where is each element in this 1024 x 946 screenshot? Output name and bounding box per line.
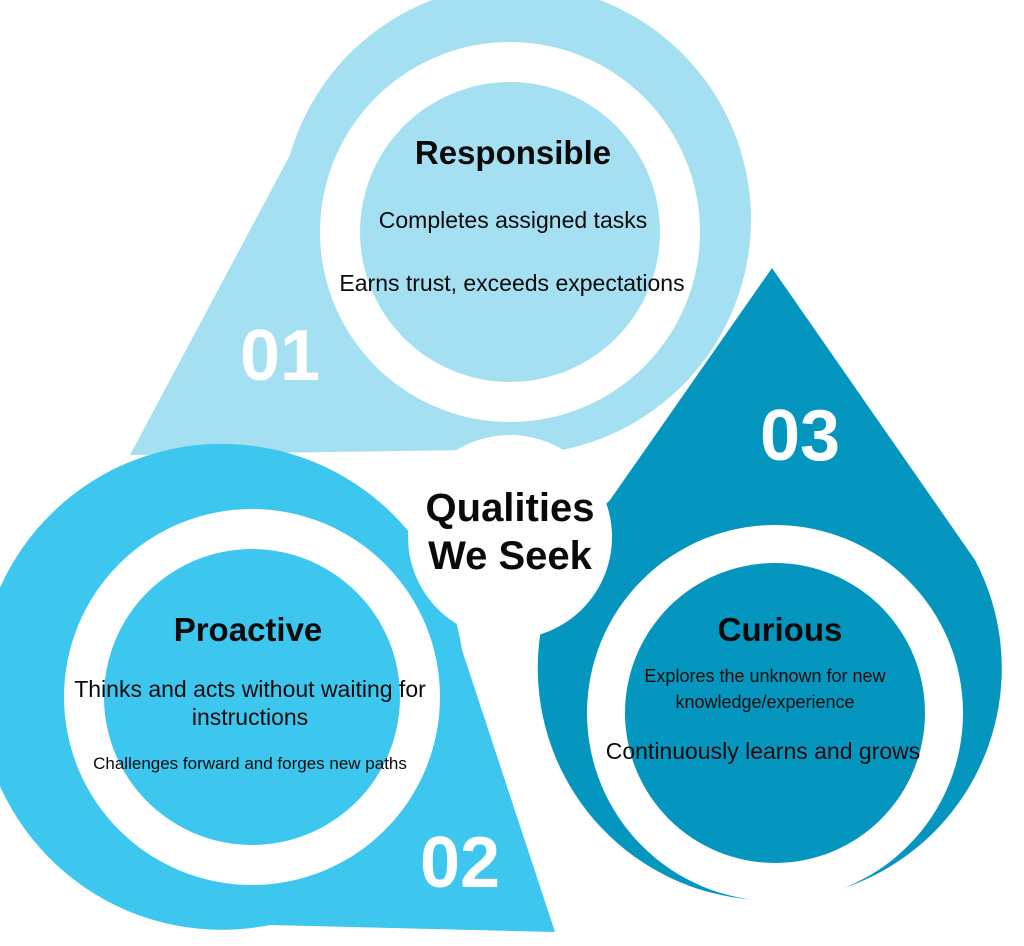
item-03-line-1: Explores the unknown for new bbox=[644, 666, 886, 686]
drop-01-inner bbox=[360, 82, 660, 382]
number-02: 02 bbox=[420, 823, 501, 903]
drop-03-inner bbox=[625, 563, 925, 863]
drop-02-inner bbox=[104, 549, 400, 845]
drop-01 bbox=[130, 0, 751, 455]
center-title: Qualities We Seek bbox=[395, 484, 625, 580]
center-circle bbox=[408, 435, 612, 639]
item-03-title: Curious bbox=[717, 611, 843, 648]
item-01-title: Responsible bbox=[414, 134, 612, 171]
center-title-line-2: We Seek bbox=[428, 534, 592, 578]
center-title-line-1: Qualities bbox=[425, 486, 595, 530]
number-01: 01 bbox=[240, 316, 321, 396]
item-02-title: Proactive bbox=[173, 611, 323, 648]
item-02-line-1: Thinks and acts without waiting for bbox=[74, 676, 426, 702]
item-02-line-3: Challenges forward and forges new paths bbox=[93, 754, 407, 773]
item-03-line-3: Continuously learns and grows bbox=[605, 738, 921, 764]
item-01-line-1: Completes assigned tasks bbox=[378, 207, 648, 233]
drop-03 bbox=[537, 268, 1002, 901]
item-03-line-2: knowledge/experience bbox=[675, 692, 855, 712]
item-02-line-2: instructions bbox=[191, 704, 309, 730]
item-01-line-2: Earns trust, exceeds expectations bbox=[339, 270, 685, 296]
number-03: 03 bbox=[760, 396, 841, 476]
